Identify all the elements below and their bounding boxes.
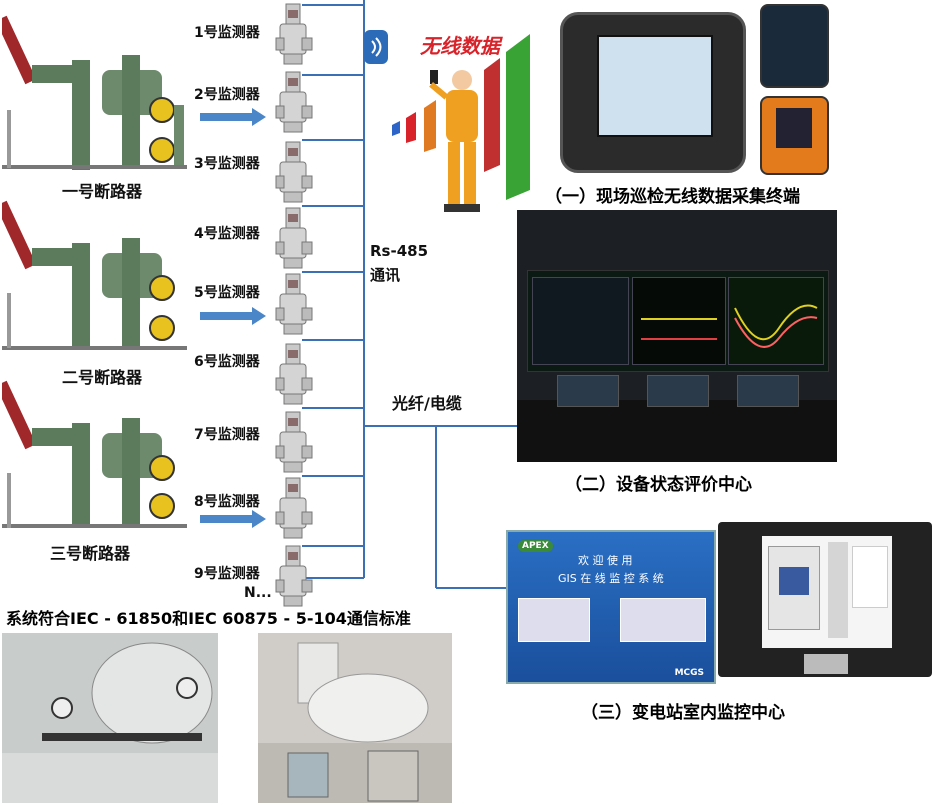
breaker-2-label: 二号断路器: [62, 368, 143, 387]
breaker-3-label: 三号断路器: [50, 544, 131, 563]
comm-label: 通讯: [370, 266, 401, 284]
caption-evaluation-center: （二）设备状态评价中心: [565, 475, 752, 495]
monitor-6-label: 6号监测器: [194, 354, 260, 370]
monitor-8-label: 8号监测器: [194, 494, 260, 510]
gis-footer-brand: MCGS: [674, 668, 704, 678]
gis-welcome-text: 欢 迎 使 用: [578, 554, 633, 567]
monitor-4-label: 4号监测器: [194, 226, 260, 242]
monitoring-display: [718, 522, 932, 677]
breaker-1-illustration: [2, 10, 187, 178]
gis-system-title: GIS 在 线 监 控 系 统: [558, 572, 664, 585]
monitor-7-label: 7号监测器: [194, 427, 260, 443]
monitor-2-label: 2号监测器: [194, 87, 260, 103]
monitor-more-label: N...: [244, 585, 272, 601]
inspector-figure: [428, 60, 488, 218]
wireless-data-label: 无线数据: [420, 34, 500, 58]
monitor-5-label: 5号监测器: [194, 285, 260, 301]
handheld-phone-1: [760, 4, 829, 88]
standard-compliance-text: 系统符合IEC - 61850和IEC 60875 - 5-104通信标准: [6, 609, 411, 628]
gis-site-photo-1: [2, 633, 218, 803]
gis-brand-logo: APEX: [518, 540, 553, 552]
rs485-label: Rs-485: [370, 242, 429, 260]
breaker-2-illustration: [2, 198, 187, 358]
monitor-9-label: 9号监测器: [194, 566, 260, 582]
handheld-terminal-tablet: [560, 12, 746, 173]
gis-site-photo-2: [258, 633, 452, 803]
tablet-screen: [597, 35, 713, 137]
handheld-phone-2: [760, 96, 829, 175]
gis-software-screen: APEX 欢 迎 使 用 GIS 在 线 监 控 系 统 MCGS: [506, 530, 716, 684]
control-room-photo: [517, 210, 837, 462]
breaker-3-illustration: [2, 378, 187, 536]
monitor-3-label: 3号监测器: [194, 156, 260, 172]
wireless-signal-icon: [364, 30, 388, 64]
breaker-1-label: 一号断路器: [62, 182, 143, 201]
monitor-1-label: 1号监测器: [194, 25, 260, 41]
caption-terminal: （一）现场巡检无线数据采集终端: [545, 187, 800, 207]
caption-indoor-monitoring-center: （三）变电站室内监控中心: [581, 703, 785, 723]
fiber-cable-label: 光纤/电缆: [392, 394, 462, 413]
